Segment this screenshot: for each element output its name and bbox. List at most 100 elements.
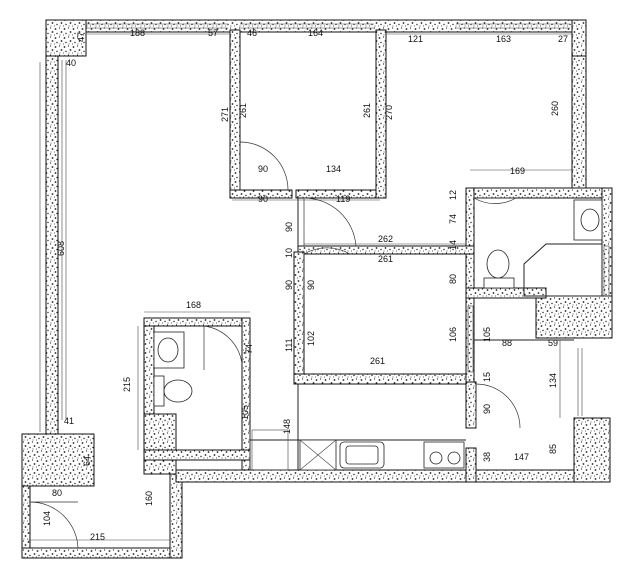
dim-label: 46 [247, 28, 257, 38]
wall-left-bottom-box [21, 433, 95, 487]
wall-left-lower [21, 485, 31, 559]
dim-label: 111 [284, 338, 294, 352]
dim-label: 261 [378, 254, 393, 264]
dim-label: 119 [336, 194, 350, 204]
dim-label: 64 [82, 456, 92, 466]
basin-2-bowl [580, 208, 600, 232]
wall-bath2-left [465, 187, 475, 289]
dim-label: 90 [284, 222, 294, 232]
dim-label: 163 [496, 34, 511, 44]
dim-label: 261 [370, 356, 385, 366]
dim-label: 105 [482, 327, 492, 342]
dim-label: 262 [378, 234, 393, 244]
dim-label: 90 [306, 280, 316, 290]
dim-label: 59 [548, 338, 558, 348]
dim-label: 90 [258, 164, 268, 174]
dim-label: 105 [240, 405, 250, 420]
windows [61, 23, 610, 420]
wall-top-right-corner [571, 19, 587, 61]
wall-bottom-left-riser [169, 471, 183, 559]
store-outline [251, 429, 289, 471]
hob-burner-2 [447, 451, 461, 465]
wall-bath-top [143, 317, 251, 327]
dim-label: 15 [482, 372, 492, 382]
dim-label: 148 [282, 419, 292, 434]
dim-label: 121 [408, 34, 423, 44]
dim-label: 260 [550, 101, 560, 116]
wall-bottom [175, 469, 611, 483]
fixtures [153, 199, 603, 471]
dim-label: 608 [56, 241, 66, 256]
dim-label: 215 [122, 377, 132, 392]
wall-bath2-right [601, 187, 613, 309]
dim-label: 106 [448, 327, 458, 342]
dim-label: 74 [448, 214, 458, 224]
wall-top-left [45, 19, 87, 57]
dim-label: 90 [258, 194, 268, 204]
dim-label: 271 [220, 107, 230, 122]
stove-cross-2 [299, 439, 337, 471]
dim-label: 261 [362, 103, 372, 118]
toilet-2-tank [483, 277, 515, 289]
toilet-2-bowl [486, 249, 510, 279]
dimension-labels: 188 57 46 164 121 163 27 47 40 271 261 2… [42, 28, 568, 542]
window-bed3-right [467, 305, 474, 373]
door-hall-1 [303, 197, 357, 247]
dim-label: 10 [284, 248, 294, 258]
dim-label: 12 [448, 190, 458, 200]
dim-label: 38 [482, 452, 492, 462]
wall-bed1-bottom [229, 189, 293, 199]
door-bath1 [203, 325, 243, 370]
wall-kitchen-end [465, 447, 477, 483]
wall-bed3-left [293, 251, 305, 383]
dimension-lines [28, 33, 572, 541]
toilet-1-bowl [163, 379, 193, 403]
door-entrance [29, 501, 79, 549]
wall-bed2-right [571, 55, 587, 191]
doors [29, 141, 521, 549]
wall-bottom-left [21, 547, 183, 559]
dim-label: 102 [306, 331, 316, 346]
toilet-1-tank [153, 375, 165, 407]
partitions [249, 196, 574, 471]
wall-right-lower [573, 417, 611, 483]
dim-label: 215 [90, 532, 105, 542]
wall-bed1-right [375, 29, 387, 199]
kitchen-sink-bowl [345, 445, 379, 465]
dim-label: 134 [548, 373, 558, 388]
wall-bed3-top [297, 245, 475, 255]
dim-label: 88 [502, 338, 512, 348]
wall-bath-bottom-block [143, 413, 177, 475]
wall-top [85, 19, 587, 33]
door-bed3 [303, 247, 351, 300]
dim-label: 104 [42, 511, 52, 526]
dim-label: 168 [186, 300, 201, 310]
dim-label: 90 [482, 404, 492, 414]
dim-label: 169 [510, 166, 525, 176]
dim-label: 80 [52, 488, 62, 498]
basin-1-bowl [157, 337, 179, 363]
dim-label: 40 [66, 58, 76, 68]
dim-label: 134 [326, 164, 341, 174]
dim-label: 14 [448, 240, 458, 250]
dim-label: 74 [244, 344, 254, 354]
wall-bath2-bottom-right [535, 295, 613, 339]
dim-label: 270 [384, 105, 394, 120]
wall-bath-corner [143, 449, 251, 461]
dim-label: 80 [448, 274, 458, 284]
walls [21, 19, 613, 559]
dim-label: 90 [284, 280, 294, 290]
dim-label: 160 [144, 491, 154, 506]
door-bed1 [239, 141, 289, 191]
door-bath2 [473, 197, 517, 204]
dim-label: 85 [548, 444, 558, 454]
dim-label: 147 [514, 452, 529, 462]
radiator [577, 348, 583, 416]
door-utility [475, 383, 521, 429]
dim-label: 164 [308, 28, 323, 38]
shower-tray [523, 243, 603, 297]
dim-label: 47 [76, 32, 86, 42]
wall-bath2-top [465, 187, 613, 199]
dim-label: 27 [558, 34, 568, 44]
